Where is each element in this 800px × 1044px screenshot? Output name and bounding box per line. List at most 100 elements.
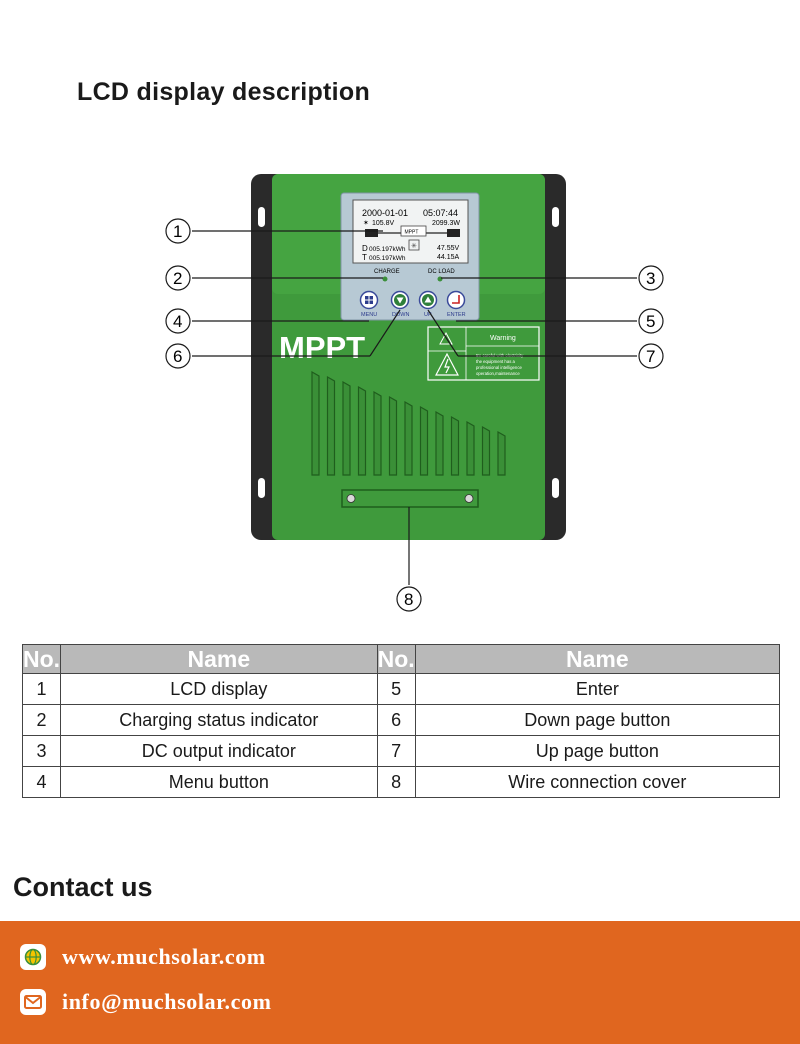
website-row[interactable]: www.muchsolar.com [20,944,266,970]
callout-4: 4 [165,308,191,334]
svg-text:6: 6 [173,347,182,366]
electric-hazard-icon [435,352,459,376]
svg-text:✳: ✳ [411,242,417,250]
menu-button[interactable] [359,290,379,310]
screw-icon [464,494,474,503]
enter-button[interactable] [446,290,466,310]
table-row: 2 Charging status indicator 6 Down page … [21,704,781,736]
globe-icon [20,944,46,970]
vent-slot [497,430,506,476]
down-button-label: DOWN [392,312,409,318]
lcd-center-label: MPPT [405,230,419,236]
website-link[interactable]: www.muchsolar.com [62,944,266,969]
warning-line-3: professional intelligence [476,365,522,370]
svg-text:7: 7 [646,347,655,366]
up-arrow-icon [424,296,432,303]
up-button-label: UP [424,312,432,318]
menu-button-label: MENU [361,312,377,318]
cell-no: 5 [376,673,416,705]
vent-slot [435,410,444,476]
vent-slot [373,390,382,476]
svg-text:2: 2 [173,269,182,288]
lcd-battery-voltage: 47.55V [437,245,460,252]
vent-slot [388,395,398,476]
cell-name: DC output indicator [60,735,378,767]
svg-text:3: 3 [646,269,655,288]
warning-line-2: the equipment has a [476,359,516,364]
svg-text:4: 4 [173,312,182,331]
dcload-led [437,276,443,282]
page-title: LCD display description [77,78,371,106]
header-name: Name [60,644,378,674]
charge-indicator-label: CHARGE [374,269,400,275]
down-arrow-icon [396,297,404,304]
warning-triangle-icon [439,331,453,345]
svg-text:8: 8 [404,590,413,609]
brand-logo: MPPT [279,330,365,365]
dcload-indicator-label: DC LOAD [428,269,455,275]
table-row: 3 DC output indicator 7 Up page button [21,735,781,767]
callout-7: 7 [638,343,664,369]
cell-name: Wire connection cover [414,766,781,798]
sun-icon: ✶ [363,219,369,227]
vent-slot [342,380,351,476]
screw-icon [346,494,356,503]
cell-name: Enter [414,673,781,705]
enter-button-label: ENTER [447,312,466,318]
callout-markers: 1 2 3 4 5 6 7 8 [165,218,664,612]
callout-1: 1 [165,218,191,244]
cell-name: Charging status indicator [60,704,378,736]
mount-holes [258,207,559,498]
vent-slot [357,385,367,476]
vent-slot [481,425,491,476]
vent-slot [466,420,475,476]
cell-name: Menu button [60,766,378,798]
lcd-day-energy: 005.197kWh [369,246,406,253]
contact-band: www.muchsolar.com info@muchsolar.com [0,921,800,1044]
callout-6: 6 [165,343,191,369]
callout-8: 8 [396,586,422,612]
vent-slot [311,370,320,476]
vent-slot [326,375,336,476]
battery-icon [447,229,460,237]
svg-text:1: 1 [173,222,182,241]
cell-no: 7 [376,735,416,767]
warning-line-4: operation,maintenance [476,371,520,376]
header-no: No. [21,644,62,674]
callout-3: 3 [638,265,664,291]
callout-5: 5 [638,308,664,334]
cooling-vents [311,370,506,476]
lcd-day-prefix: D [362,244,368,253]
lcd-total-prefix: T [362,253,367,262]
lcd-pv-voltage: 105.8V [372,220,395,227]
cell-no: 6 [376,704,416,736]
mail-icon [20,989,46,1015]
table-row: 1 LCD display 5 Enter [21,673,781,705]
lcd-total-energy: 005.197kWh [369,255,406,262]
header-no: No. [376,644,416,674]
cell-no: 1 [21,673,62,705]
lcd-current: 44.15A [437,254,460,261]
lcd-power: 2099.3W [432,220,460,227]
header-name: Name [414,644,781,674]
table-row: 4 Menu button 8 Wire connection cover [21,766,781,798]
parts-table: No. Name No. Name 1 LCD display 5 Enter … [21,644,781,798]
warning-title: Warning [490,335,516,342]
enter-return-icon [452,295,460,304]
email-link[interactable]: info@muchsolar.com [62,989,272,1014]
lcd-date: 2000-01-01 [362,208,408,218]
cell-no: 3 [21,735,62,767]
table-header-row: No. Name No. Name [21,644,781,674]
contact-title: Contact us [13,872,153,902]
warning-label [427,326,540,381]
solar-panel-icon [365,229,378,237]
email-row[interactable]: info@muchsolar.com [20,989,272,1015]
menu-grid-icon [365,296,369,300]
lcd-time: 05:07:44 [423,208,458,218]
cell-no: 4 [21,766,62,798]
vent-slot [450,415,460,476]
up-button[interactable] [418,290,438,310]
down-button[interactable] [390,290,410,310]
cell-no: 2 [21,704,62,736]
cell-name: LCD display [60,673,378,705]
